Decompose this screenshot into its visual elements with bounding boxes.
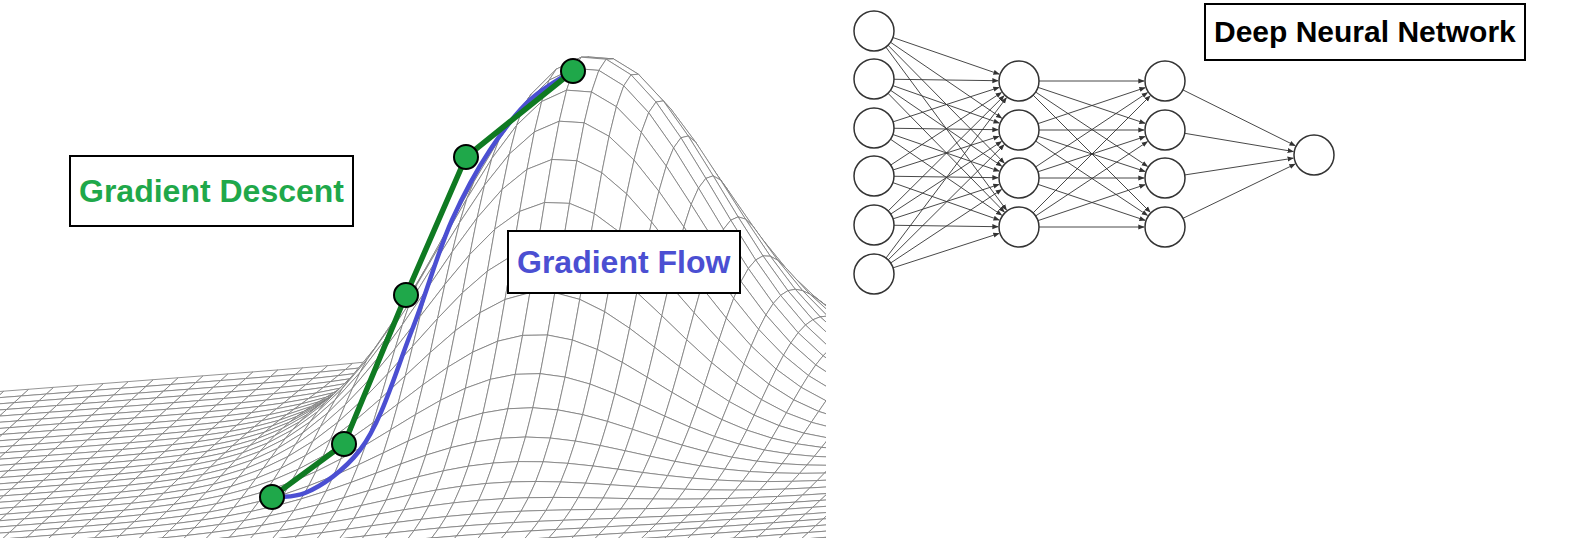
synapse-line bbox=[1033, 95, 1150, 212]
synapse-line bbox=[891, 90, 1002, 166]
mesh-cell bbox=[800, 465, 826, 473]
mesh-cell bbox=[726, 536, 758, 538]
synapse-line bbox=[1036, 142, 1148, 216]
synapse-line bbox=[888, 145, 1004, 260]
synapse-line bbox=[1036, 92, 1148, 166]
mesh-cell bbox=[357, 533, 389, 538]
mesh-cell bbox=[826, 529, 827, 538]
mesh-cell bbox=[567, 535, 599, 538]
mesh-cell bbox=[0, 537, 27, 538]
mesh-cell bbox=[823, 510, 826, 519]
mesh-cell bbox=[449, 534, 481, 538]
synapse-line bbox=[1039, 81, 1144, 82]
mesh-cell bbox=[813, 499, 826, 508]
synapse-line bbox=[891, 190, 1002, 263]
neuron-circle bbox=[1145, 61, 1185, 101]
neuron-circle bbox=[854, 254, 894, 294]
synapse-line bbox=[888, 96, 1004, 211]
mesh-cell bbox=[155, 535, 187, 538]
mesh-cell bbox=[290, 533, 322, 538]
synapse-line bbox=[1038, 184, 1145, 220]
mesh-cell bbox=[814, 447, 826, 457]
mesh-cell bbox=[807, 456, 826, 465]
mesh-cell bbox=[474, 532, 506, 538]
mesh-cell bbox=[20, 535, 52, 538]
neuron-circle bbox=[854, 205, 894, 245]
synapse-line bbox=[1038, 88, 1145, 124]
box-label: Gradient Flow bbox=[517, 243, 731, 281]
mesh-cell bbox=[816, 517, 826, 526]
synapse-line bbox=[891, 93, 1002, 166]
descent-step-dot bbox=[332, 432, 356, 456]
synapse-line bbox=[1036, 93, 1148, 167]
mesh-cell bbox=[222, 534, 254, 538]
synapse-line bbox=[894, 79, 998, 80]
descent-step-dot bbox=[561, 59, 585, 83]
mesh-cell bbox=[819, 535, 826, 538]
synapse-line bbox=[1036, 141, 1148, 215]
mesh-cell bbox=[810, 479, 826, 487]
mesh-cell bbox=[542, 536, 574, 538]
mesh-cell bbox=[801, 531, 826, 538]
mesh-cell bbox=[817, 472, 826, 480]
mesh-cell bbox=[825, 465, 827, 473]
neuron-circle bbox=[854, 11, 894, 51]
synapse-line bbox=[1185, 133, 1294, 151]
descent-step-dot bbox=[260, 485, 284, 509]
mesh-cell bbox=[634, 537, 666, 538]
neuron-circle bbox=[1294, 135, 1334, 175]
mesh-cell bbox=[112, 533, 144, 538]
neuron-circle bbox=[1145, 207, 1185, 247]
synapse-line bbox=[893, 233, 999, 267]
mesh-cell bbox=[591, 533, 623, 538]
title-label-box: Deep Neural Network bbox=[1204, 3, 1526, 61]
box-label: Deep Neural Network bbox=[1214, 14, 1516, 50]
method-label-box: Gradient Flow bbox=[507, 230, 741, 294]
method-label-box: Gradient Descent bbox=[69, 155, 354, 227]
mesh-cell bbox=[87, 536, 119, 538]
synapse-line bbox=[1038, 185, 1145, 221]
synapse-line bbox=[891, 42, 1002, 118]
mesh-cell bbox=[332, 536, 364, 538]
neuron-circle bbox=[999, 61, 1039, 101]
descent-step-dot bbox=[394, 283, 418, 307]
neuron-circle bbox=[999, 158, 1039, 198]
synapse-line bbox=[1039, 227, 1144, 228]
neuron-circle bbox=[854, 59, 894, 99]
neuron-circle bbox=[854, 156, 894, 196]
descent-step-dot bbox=[454, 145, 478, 169]
neuron-circle bbox=[999, 110, 1039, 150]
mesh-cell bbox=[820, 492, 826, 501]
mesh-cell bbox=[794, 537, 826, 538]
mesh-cell bbox=[659, 535, 691, 538]
synapse-line bbox=[1033, 96, 1150, 213]
synapse-line bbox=[893, 38, 999, 75]
neuron-circle bbox=[999, 207, 1039, 247]
neuron-circle bbox=[1145, 158, 1185, 198]
surface-mesh bbox=[0, 57, 826, 538]
synapse-line bbox=[891, 139, 1002, 215]
synapse-line bbox=[1183, 90, 1295, 146]
mesh-cell bbox=[424, 536, 456, 538]
neuron-circle bbox=[854, 108, 894, 148]
synapse-line bbox=[1183, 164, 1295, 218]
mesh-cell bbox=[751, 534, 783, 538]
synapse-line bbox=[886, 47, 1007, 210]
box-label: Gradient Descent bbox=[79, 172, 344, 210]
synapse-line bbox=[888, 93, 1004, 212]
neuron-circle bbox=[1145, 110, 1185, 150]
mesh-cell bbox=[197, 537, 229, 538]
synapse-line bbox=[886, 98, 1006, 258]
synapse-line bbox=[888, 45, 1004, 163]
mesh-cell bbox=[265, 536, 297, 538]
